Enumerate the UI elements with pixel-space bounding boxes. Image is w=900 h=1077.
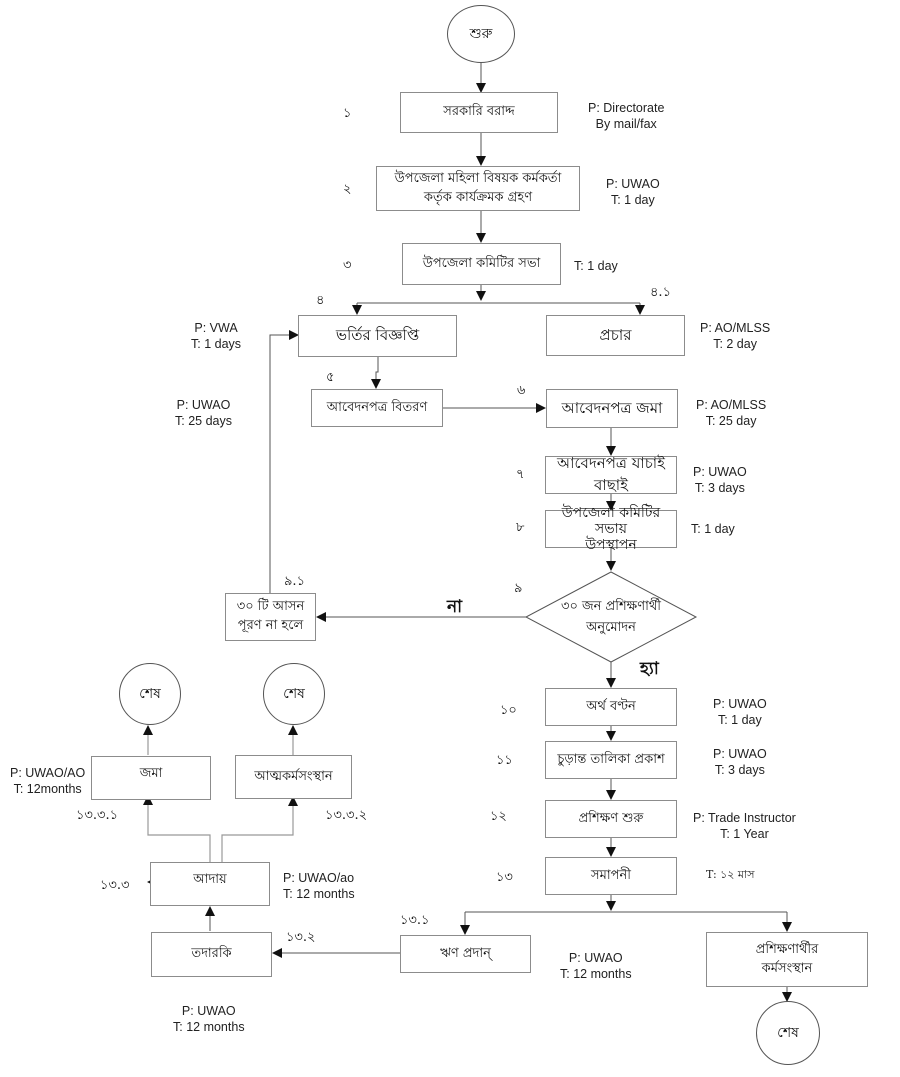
step-note: T: ১২ মাস bbox=[706, 868, 755, 881]
step-box-final-list: চুড়ান্ত তালিকা প্রকাশ bbox=[545, 741, 677, 779]
step-note: T: 1 day bbox=[691, 522, 735, 536]
step-number: ৩ bbox=[343, 258, 352, 273]
start-node: শুরু bbox=[447, 5, 515, 63]
step-number: ৫ bbox=[326, 370, 335, 385]
step-number: ৯ bbox=[514, 581, 523, 596]
step-number: ৮ bbox=[516, 520, 525, 535]
decision-no-label: না bbox=[447, 597, 463, 617]
step-box-trainee-employment: প্রশিক্ষণার্থীর কর্মসংস্থান bbox=[706, 932, 868, 987]
step-note: T: 1 day bbox=[574, 259, 618, 273]
step-box-committee-meeting: উপজেলা কমিটির সভা bbox=[402, 243, 561, 285]
step-note: P: UWAO/ao T: 12 months bbox=[283, 871, 355, 902]
step-box-recovery: আদায় bbox=[150, 862, 270, 906]
decision-diamond-shape bbox=[524, 571, 698, 663]
step-number: ১৩.২ bbox=[286, 930, 316, 945]
arrow-s13-3-s13-3-2 bbox=[221, 796, 298, 862]
step-note: P: UWAO T: 3 days bbox=[713, 747, 767, 778]
step-box-application-screening: আবেদনপত্র যাচাই বাছাই bbox=[545, 454, 677, 494]
step-note: P: UWAO T: 1 day bbox=[606, 177, 660, 208]
step-box-monitoring: তদারকি bbox=[151, 932, 272, 977]
step-number: ১৩ bbox=[496, 870, 513, 885]
end-node: শেষ bbox=[756, 1001, 820, 1065]
step-note: P: VWA T: 1 days bbox=[191, 321, 242, 352]
step-number: ৭ bbox=[516, 467, 525, 482]
step-number: ৪.১ bbox=[650, 285, 672, 300]
step-number: ৯.১ bbox=[284, 574, 306, 589]
end-node: শেষ bbox=[119, 663, 181, 725]
arrow-loop-s4 bbox=[269, 330, 299, 593]
end-node: শেষ bbox=[263, 663, 325, 725]
arrow-s13-3-s13-3-1 bbox=[143, 795, 211, 862]
step-box-admission-notice: ভর্তির বিজ্ঞপ্তি bbox=[298, 315, 457, 357]
step-number: ১১ bbox=[496, 753, 513, 768]
step-box-training-start: প্রশিক্ষণ শুরু bbox=[545, 800, 677, 838]
step-box-application-submission: আবেদনপত্র জমা bbox=[546, 389, 678, 428]
step-number: ১ bbox=[343, 106, 352, 121]
step-note: P: UWAO/AO T: 12months bbox=[10, 766, 86, 797]
step-box-uwao-program: উপজেলা মহিলা বিষয়ক কর্মকর্তা কর্তৃক কার… bbox=[376, 166, 580, 211]
step-note: P: UWAO T: 12 months bbox=[560, 951, 632, 982]
step-number: ৪ bbox=[316, 293, 325, 308]
step-note: P: Directorate By mail/fax bbox=[588, 101, 665, 132]
step-note: P: AO/MLSS T: 2 day bbox=[700, 321, 771, 352]
step-note: P: UWAO T: 1 day bbox=[713, 697, 767, 728]
step-number: ৬ bbox=[517, 383, 526, 398]
step-box-self-employment: আত্মকর্মসংস্থান bbox=[235, 755, 352, 799]
step-box-seats-not-filled: ৩০ টি আসন পূরণ না হলে bbox=[225, 593, 316, 641]
arrow-s4-s5 bbox=[371, 357, 381, 389]
step-note: P: UWAO T: 25 days bbox=[175, 398, 232, 429]
step-box-application-distribution: আবেদনপত্র বিতরণ bbox=[311, 389, 443, 427]
step-note: P: UWAO T: 3 days bbox=[693, 465, 747, 496]
step-number: ২ bbox=[343, 182, 352, 197]
step-number: ১৩.৩.২ bbox=[325, 808, 368, 823]
step-note: P: AO/MLSS T: 25 day bbox=[696, 398, 767, 429]
decision-yes-label: হ্যা bbox=[640, 659, 659, 679]
step-box-loan-provision: ঋণ প্রদান্ bbox=[400, 935, 531, 973]
step-note: P: Trade Instructor T: 1 Year bbox=[693, 811, 796, 842]
step-box-fund-distribution: অর্থ বণ্টন bbox=[545, 688, 677, 726]
step-box-deposit: জমা bbox=[91, 756, 211, 800]
decision-trainee-approval: ৩০ জন প্রশিক্ষণার্থী অনুমোদন bbox=[561, 599, 661, 635]
step-number: ১৩.৩.১ bbox=[76, 808, 119, 823]
step-note: P: UWAO T: 12 months bbox=[173, 1004, 245, 1035]
step-number: ১২ bbox=[490, 809, 507, 824]
step-box-publicity: প্রচার bbox=[546, 315, 685, 356]
step-box-government-allocation: সরকারি বরাদ্দ bbox=[400, 92, 558, 133]
step-number: ১৩.১ bbox=[400, 913, 430, 928]
step-box-closing: সমাপনী bbox=[545, 857, 677, 895]
step-number: ১৩.৩ bbox=[100, 878, 130, 893]
step-box-committee-presentation: উপজেলা কমিটির সভায় উপস্থাপন bbox=[545, 505, 677, 553]
step-number: ১০ bbox=[500, 703, 517, 718]
